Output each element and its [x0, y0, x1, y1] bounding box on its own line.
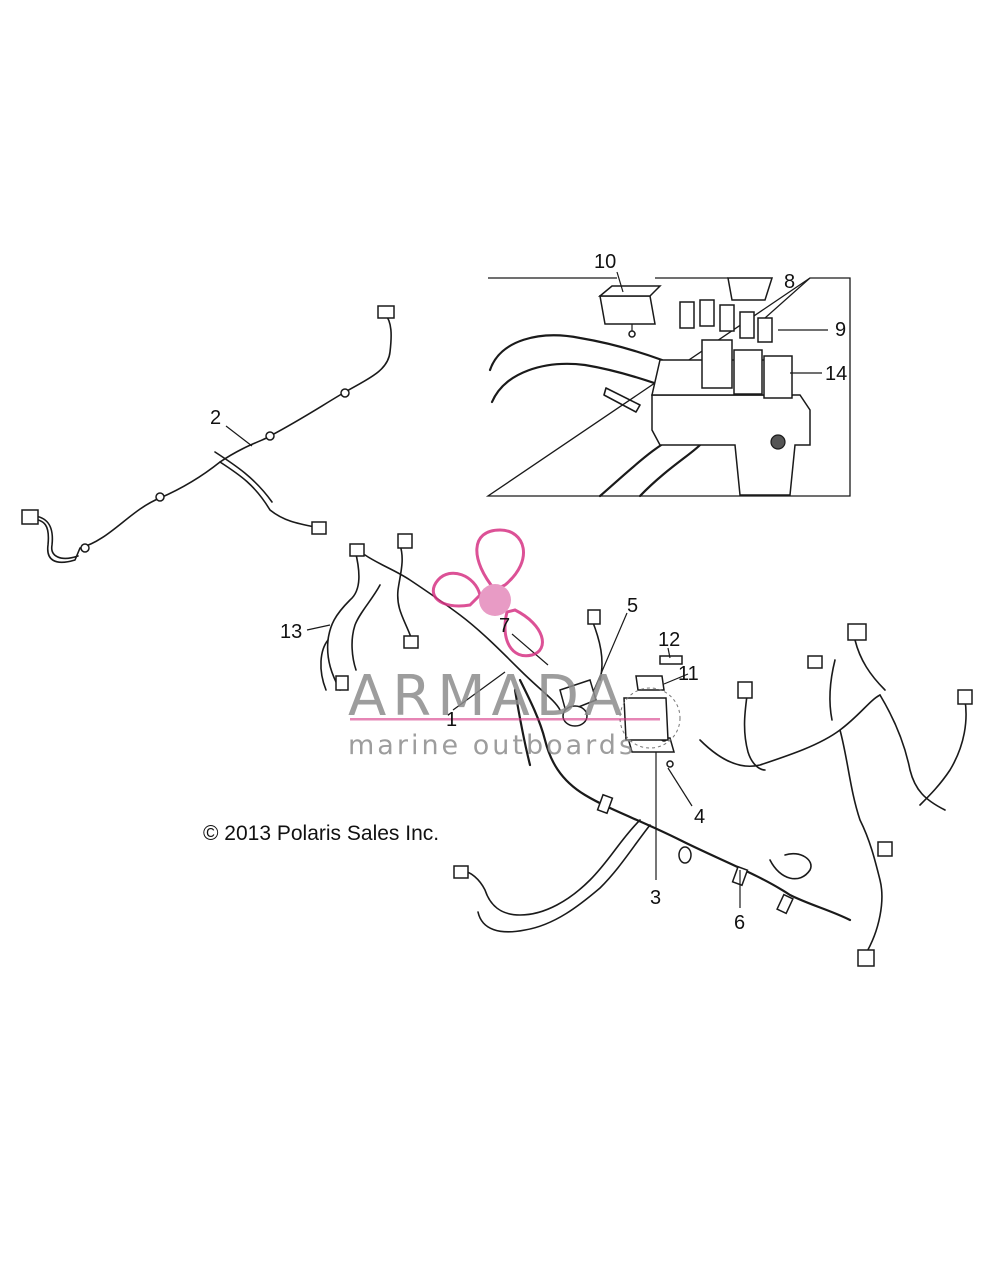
callout-4: 4	[694, 806, 705, 828]
callout-5: 5	[627, 595, 638, 617]
callout-13: 13	[280, 621, 302, 643]
callout-2: 2	[210, 407, 221, 429]
copyright-text: © 2013 Polaris Sales Inc.	[203, 822, 439, 845]
callout-12: 12	[658, 629, 680, 651]
watermark-logo: ARMADA marine outboards	[348, 528, 660, 761]
connector-top-end	[377, 305, 395, 319]
callout-9: 9	[835, 319, 846, 341]
callout-6: 6	[734, 912, 745, 934]
connector-right-end	[311, 521, 327, 535]
callout-3: 3	[650, 887, 661, 909]
callout-8: 8	[784, 271, 795, 293]
callout-10: 10	[594, 251, 616, 273]
main-harness	[320, 533, 973, 967]
fuse-box-inset	[485, 271, 851, 498]
harness-2	[21, 305, 395, 564]
callout-1: 1	[446, 709, 457, 731]
callout-11: 11	[678, 663, 699, 685]
connector-left-end	[21, 509, 39, 525]
fuse-row	[679, 299, 773, 343]
callout-7: 7	[499, 615, 510, 637]
callout-labels: 1 2 3 4 5 6 7 8 9 10 11 12 13 14	[210, 251, 847, 934]
watermark-subtitle: marine outboards	[348, 730, 636, 761]
propeller-icon	[431, 528, 544, 658]
callout-14: 14	[825, 363, 847, 385]
leader-lines	[306, 612, 741, 908]
